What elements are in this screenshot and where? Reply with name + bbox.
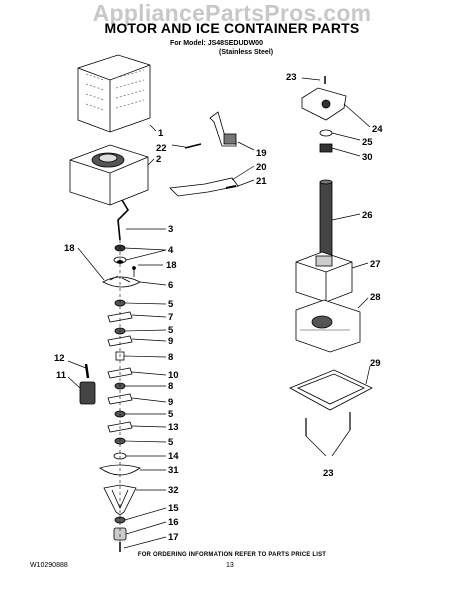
callout-31: 31 xyxy=(168,465,179,476)
callout-23-bottom: 23 xyxy=(323,468,334,479)
callout-7: 7 xyxy=(168,312,173,323)
callout-8-b: 8 xyxy=(168,381,173,392)
callout-30: 30 xyxy=(362,152,373,163)
callout-17: 17 xyxy=(168,532,179,543)
callout-16: 16 xyxy=(168,517,179,528)
callout-23-top: 23 xyxy=(286,72,297,83)
model-line: For Model: JS48SEDUDW00 xyxy=(170,40,263,47)
callout-20: 20 xyxy=(256,162,267,173)
callout-27: 27 xyxy=(370,259,381,270)
callout-25: 25 xyxy=(362,137,373,148)
callout-5-c: 5 xyxy=(168,409,174,420)
callout-29: 29 xyxy=(370,358,381,369)
callout-5-d: 5 xyxy=(168,437,174,448)
watermark: AppliancePartsPros.com xyxy=(92,0,372,26)
bracket-19 xyxy=(209,111,237,147)
callout-3: 3 xyxy=(168,224,173,235)
callout-19: 19 xyxy=(256,148,267,159)
shaft-26 xyxy=(319,179,333,261)
callout-12: 12 xyxy=(54,353,65,364)
ordering-note: FOR ORDERING INFORMATION REFER TO PARTS … xyxy=(137,552,327,558)
callout-14: 14 xyxy=(168,451,179,462)
ice-container-top xyxy=(77,54,151,133)
pin xyxy=(84,363,90,379)
callout-15: 15 xyxy=(168,503,179,514)
callout-9-a: 9 xyxy=(168,336,173,347)
washer-25 xyxy=(319,129,333,137)
connector-block xyxy=(79,381,96,405)
callout-1: 1 xyxy=(158,128,164,139)
gasket-29 xyxy=(289,369,373,411)
callout-22: 22 xyxy=(156,143,167,154)
callout-5-b: 5 xyxy=(168,325,174,336)
callout-10: 10 xyxy=(168,370,179,381)
callout-2: 2 xyxy=(156,154,161,165)
callout-18-right: 18 xyxy=(166,260,177,271)
callout-26: 26 xyxy=(362,210,373,221)
model-note: (Stainless Steel) xyxy=(219,49,274,56)
bushing-30 xyxy=(319,143,333,153)
callout-18-left: 18 xyxy=(64,243,75,254)
callout-9-b: 9 xyxy=(168,397,173,408)
screw-22 xyxy=(184,143,202,149)
callout-8-a: 8 xyxy=(168,352,173,363)
callout-24: 24 xyxy=(372,124,383,135)
clip-21 xyxy=(225,185,237,189)
mount-plate-24 xyxy=(301,87,347,121)
motor-28 xyxy=(295,299,361,353)
callout-32: 32 xyxy=(168,485,179,496)
callout-4: 4 xyxy=(168,245,174,256)
page-title: MOTOR AND ICE CONTAINER PARTS xyxy=(104,20,360,36)
ice-bin xyxy=(69,144,149,206)
callout-21: 21 xyxy=(256,176,267,187)
auger-wire xyxy=(117,199,130,241)
callout-28: 28 xyxy=(370,292,381,303)
page-number: 13 xyxy=(226,562,234,569)
callout-6: 6 xyxy=(168,280,173,291)
leader-lines xyxy=(67,77,371,549)
document-number: W10290888 xyxy=(30,562,68,569)
upper-hardware-stack xyxy=(102,244,141,288)
callout-11: 11 xyxy=(56,370,67,381)
motor-cover-27 xyxy=(295,251,353,303)
callout-5-a: 5 xyxy=(168,299,174,310)
callout-13: 13 xyxy=(168,422,179,433)
